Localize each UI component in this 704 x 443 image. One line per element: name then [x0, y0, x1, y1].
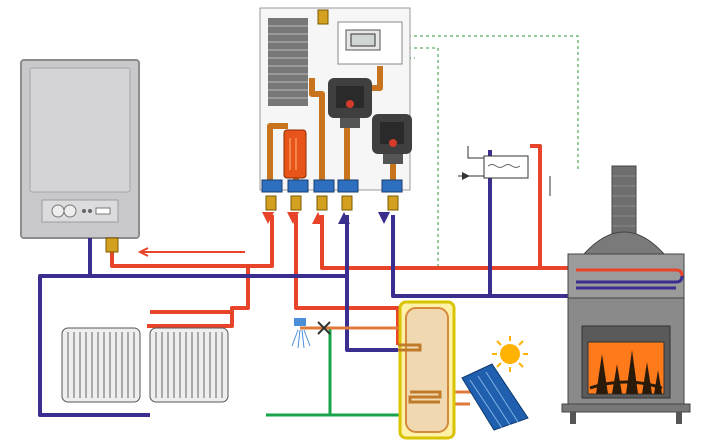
plate-heat-exchanger [268, 18, 308, 106]
cold-water-pipe [266, 328, 400, 417]
pump-2 [372, 114, 412, 164]
hydraulic-module [259, 7, 412, 193]
wall-boiler [20, 59, 140, 239]
radiator-2 [149, 327, 229, 403]
hot-water-tank [398, 300, 456, 440]
module-valves [262, 195, 399, 224]
pump-1 [328, 78, 372, 128]
flow-arrow [137, 247, 245, 257]
return-pipes [38, 150, 680, 417]
manifold [261, 179, 403, 193]
shower-tap [291, 318, 398, 349]
sun-icon [492, 336, 528, 372]
radiator-1 [61, 327, 141, 403]
expansion-tank [458, 146, 551, 196]
expansion-vessel [283, 129, 307, 179]
solar-collector [461, 363, 529, 431]
wood-stove [561, 165, 691, 424]
control-wires [408, 35, 579, 270]
controller [337, 21, 403, 65]
boiler-valve [105, 237, 119, 253]
